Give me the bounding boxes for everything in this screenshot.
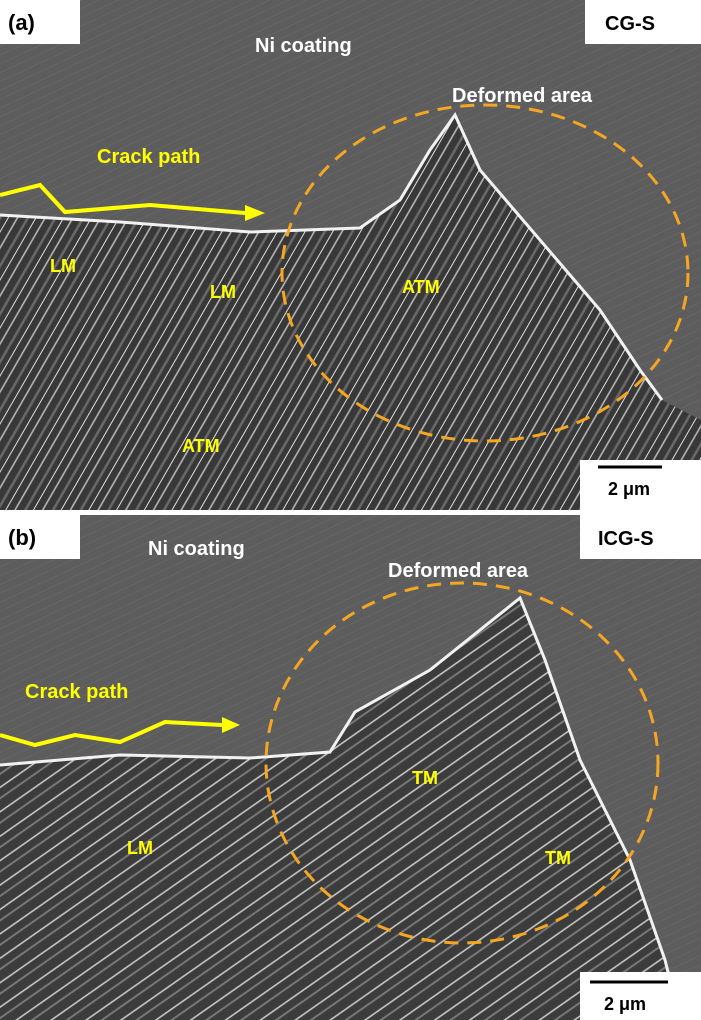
panel-a: (a) CG-S Ni coating Deformed area Crack … [0,0,701,510]
arrowhead-icon [222,717,240,733]
sample-label: CG-S [605,13,655,35]
panel-label: (a) [8,10,35,35]
phase-label: TM [412,768,438,788]
deformed-area-label: Deformed area [452,85,593,107]
scale-bar-label: 2 μm [608,479,650,499]
substrate-region [0,598,680,1020]
interface-line [0,112,664,401]
phase-label: ATM [182,436,220,456]
interface-line [0,595,682,1020]
sample-label-box [580,515,701,559]
scale-bar-label: 2 μm [604,994,646,1014]
phase-label: TM [545,848,571,868]
crack-path-arrow [0,719,223,748]
deformed-area-circle [264,581,660,945]
phase-label: ATM [402,277,440,297]
substrate-region [0,115,701,510]
phase-label: LM [50,256,76,276]
phase-label: LM [210,282,236,302]
coating-label: Ni coating [148,538,245,560]
deformed-area-label: Deformed area [388,560,529,582]
panel-b: (b) ICG-S Ni coating Deformed area Crack… [0,515,701,1020]
deformed-area-circle [280,103,690,443]
coating-label: Ni coating [255,35,352,57]
panel-label-box [0,0,80,44]
phase-label: LM [127,838,153,858]
panel-label: (b) [8,525,36,550]
scale-bar-box [580,972,701,1020]
crack-path-label: Crack path [25,681,128,703]
arrowhead-icon [245,205,265,221]
crack-path-label: Crack path [97,146,200,168]
sample-label-box [585,0,701,44]
sample-label: ICG-S [598,528,654,550]
panel-label-box [0,515,80,559]
crack-path-arrow [0,182,246,215]
panel-divider [0,510,701,515]
